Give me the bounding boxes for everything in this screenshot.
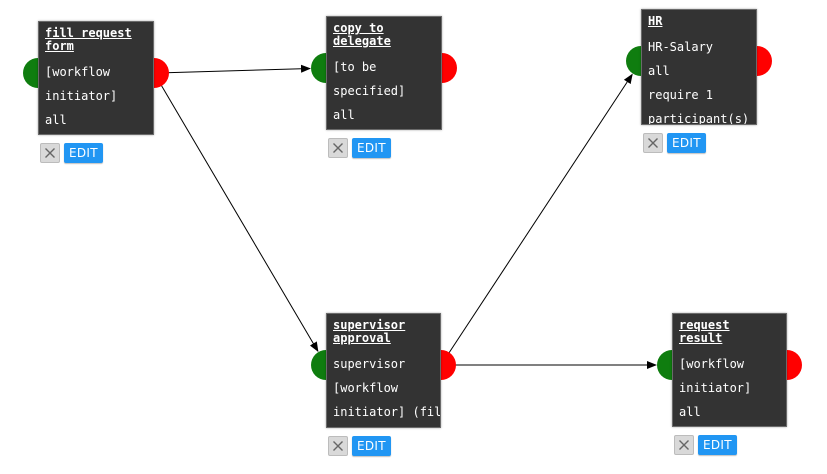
node-detail-line: specified]	[333, 84, 406, 98]
node-detail-line: initiator]	[679, 381, 752, 395]
node-detail-line: all	[679, 405, 701, 419]
node-detail-line: request form)	[333, 424, 434, 427]
node-detail-line: require 1	[648, 88, 714, 102]
node-title-link[interactable]: fill request form	[45, 26, 132, 53]
edit-node-button[interactable]: EDIT	[667, 133, 706, 153]
node-title-link[interactable]: supervisor approval	[333, 318, 406, 345]
remove-node-button[interactable]	[643, 133, 663, 153]
remove-node-button[interactable]	[674, 435, 694, 455]
close-icon	[45, 148, 55, 158]
node-controls: EDIT	[328, 138, 391, 158]
edit-node-button[interactable]: EDIT	[352, 138, 391, 158]
edit-node-button[interactable]: EDIT	[698, 435, 737, 455]
workflow-node-copy-to-delegate[interactable]: copy to delegate [to be specified] all	[326, 16, 442, 130]
workflow-node-request-result[interactable]: request result [workflow initiator] all	[672, 313, 787, 427]
node-controls: EDIT	[674, 435, 737, 455]
close-icon	[333, 441, 343, 451]
connection-arrow-supervisor-approval-to-hr	[447, 73, 633, 356]
connection-arrow-fill-request-form-to-copy-to-delegate	[165, 64, 311, 74]
node-detail-line: [workflow	[45, 65, 111, 79]
node-detail-line: all	[648, 64, 670, 78]
close-icon	[648, 138, 658, 148]
node-detail-line: [workflow	[679, 357, 745, 371]
node-detail-line: [workflow	[333, 381, 399, 395]
workflow-node-supervisor-approval[interactable]: supervisor approval supervisor [workflow in…	[326, 313, 441, 428]
node-detail-line: supervisor	[333, 357, 406, 371]
node-controls: EDIT	[40, 143, 103, 163]
remove-node-button[interactable]	[328, 436, 348, 456]
node-detail-line: all	[333, 108, 355, 122]
edit-node-button[interactable]: EDIT	[64, 143, 103, 163]
node-title-link[interactable]: request result	[679, 318, 730, 345]
node-detail-line: initiator] (fill	[333, 405, 441, 419]
node-detail-line: initiator]	[45, 89, 118, 103]
connection-arrow-fill-request-form-to-supervisor-approval	[159, 83, 319, 353]
node-controls: EDIT	[643, 133, 706, 153]
node-detail-line: HR-Salary	[648, 40, 714, 54]
node-controls: EDIT	[328, 436, 391, 456]
edit-node-button[interactable]: EDIT	[352, 436, 391, 456]
workflow-node-hr[interactable]: HR HR-Salary all require 1 participant(s)	[641, 9, 757, 125]
close-icon	[679, 440, 689, 450]
node-detail-line: participant(s)	[648, 112, 750, 125]
node-detail-line: all	[45, 113, 67, 127]
node-title-link[interactable]: copy to delegate	[333, 21, 391, 48]
workflow-node-fill-request-form[interactable]: fill request form [workflow initiator] all	[38, 21, 154, 135]
remove-node-button[interactable]	[328, 138, 348, 158]
node-title-link[interactable]: HR	[648, 14, 663, 28]
remove-node-button[interactable]	[40, 143, 60, 163]
node-detail-line: [to be	[333, 60, 377, 74]
close-icon	[333, 143, 343, 153]
